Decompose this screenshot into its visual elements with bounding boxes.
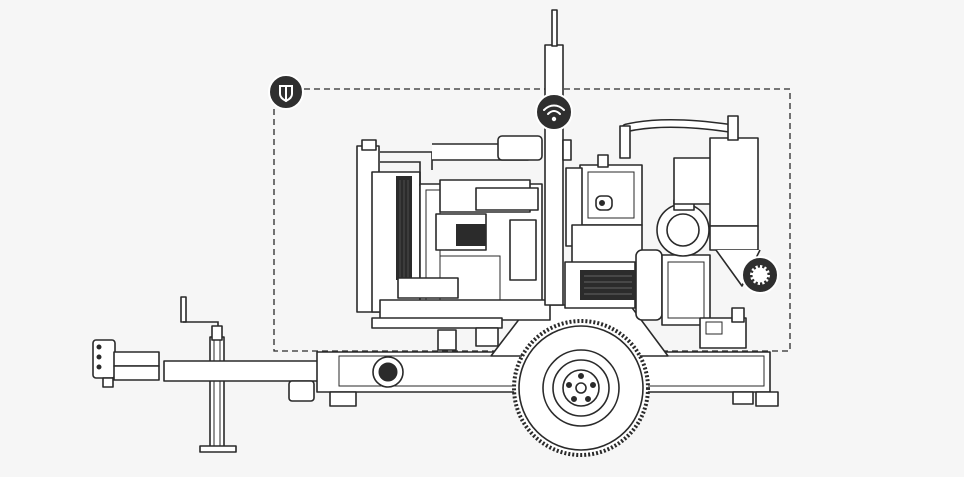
shield-badge-icon bbox=[268, 74, 304, 110]
wifi-badge-icon bbox=[535, 93, 573, 131]
lifting-mast bbox=[544, 9, 572, 306]
engine-assembly bbox=[356, 135, 551, 351]
pump-body bbox=[619, 115, 761, 349]
wheel bbox=[512, 319, 650, 457]
drawbar-hitch bbox=[92, 339, 320, 402]
control-and-coupling bbox=[564, 154, 663, 321]
gear-badge-icon bbox=[741, 256, 779, 294]
